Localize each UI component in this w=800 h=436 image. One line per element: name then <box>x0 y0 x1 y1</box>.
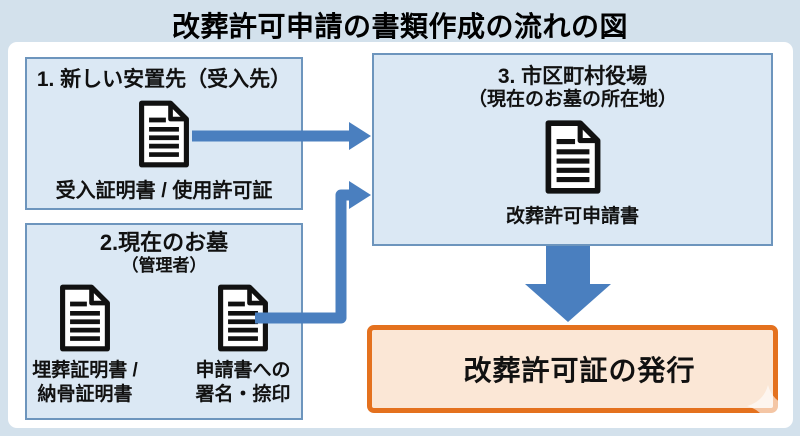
result-label: 改葬許可証の発行 <box>463 355 696 386</box>
box2-doc-col-burial-cert: 埋葬証明書 / 納骨証明書 <box>27 281 143 407</box>
box2-doc-col-application-sign: 申請書への 署名・捺印 <box>185 281 301 407</box>
document-icon <box>545 120 600 194</box>
box1-heading: 1. 新しい安置先（受入先） <box>36 68 292 91</box>
box2-doc2-label-line2: 署名・捺印 <box>195 384 291 406</box>
box2-doc1-label-line2: 納骨証明書 <box>37 384 133 406</box>
box-municipal-office: 3. 市区町村役場 （現在のお墓の所在地） 改葬許可申請書 <box>372 53 773 246</box>
box2-doc1-label-line1: 埋葬証明書 / <box>32 360 138 382</box>
box-new-resting-place: 1. 新しい安置先（受入先） 受入証明書 / 使用許可証 <box>25 57 303 210</box>
document-icon <box>139 100 189 168</box>
diagram-title: 改葬許可申請の書類作成の流れの図 <box>171 11 628 42</box>
box3-subheading: （現在のお墓の所在地） <box>467 89 677 111</box>
box2-doc-row: 埋葬証明書 / 納骨証明書 申請書への 署名・捺印 <box>27 281 301 407</box>
box2-doc1-label: 埋葬証明書 / 納骨証明書 <box>32 359 138 407</box>
result-permit-issuance-box: 改葬許可証の発行 <box>367 325 778 413</box>
box2-subheading: （管理者） <box>121 255 207 275</box>
document-icon <box>218 284 268 352</box>
box1-doc-label: 受入証明書 / 使用許可証 <box>55 180 273 203</box>
box2-heading: 2.現在のお墓 <box>99 230 229 255</box>
box3-heading: 3. 市区町村役場 <box>497 65 648 88</box>
box2-doc2-label-line1: 申請書への <box>195 360 291 382</box>
box3-doc-label: 改葬許可申請書 <box>505 206 639 228</box>
box2-doc2-label: 申請書への 署名・捺印 <box>195 359 290 407</box>
document-icon <box>60 284 110 352</box>
box-current-grave: 2.現在のお墓 （管理者） 埋葬証明書 / 納骨証明書 <box>25 223 303 420</box>
